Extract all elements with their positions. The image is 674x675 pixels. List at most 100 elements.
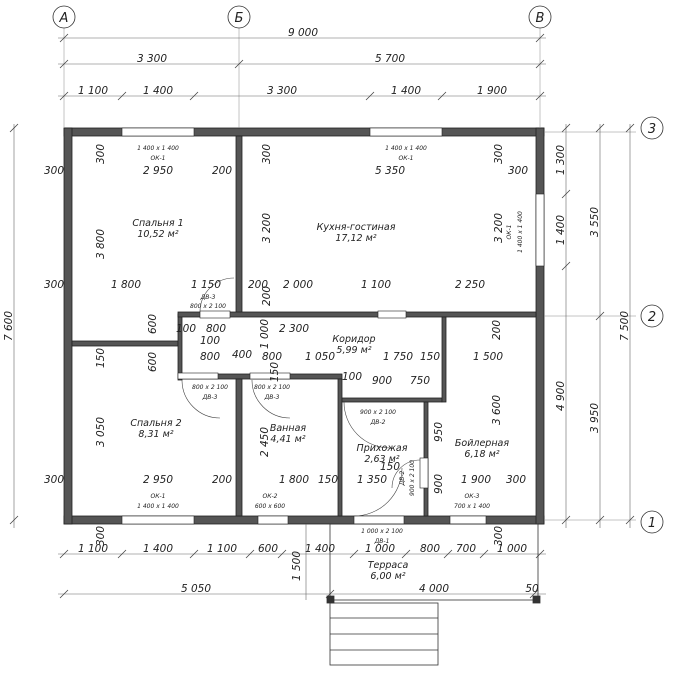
room-area: 6,18 м² bbox=[464, 449, 499, 460]
dim-internal: 300 bbox=[44, 165, 64, 177]
dimension-ticks bbox=[9, 33, 635, 599]
room-name: Спальня 2 bbox=[130, 418, 181, 429]
entrance-door-gap bbox=[353, 515, 405, 525]
dim-bottom: 600 bbox=[258, 543, 278, 555]
axis-bubble-a bbox=[52, 5, 76, 29]
dim-top: 1 100 bbox=[78, 85, 108, 97]
grid-axes bbox=[63, 28, 636, 521]
dim-internal: 1 050 bbox=[305, 351, 335, 363]
dim-internal: 200 bbox=[491, 320, 503, 340]
window-mark: ОК-3 bbox=[465, 493, 480, 500]
wall-right bbox=[535, 127, 545, 525]
dim-internal: 3 200 bbox=[261, 213, 273, 243]
dim-bottom: 1 000 bbox=[497, 543, 527, 555]
dim-internal: 3 050 bbox=[95, 417, 107, 447]
dim-top: 1 900 bbox=[477, 85, 507, 97]
axis-bubble-3 bbox=[640, 116, 664, 140]
dim-internal: 100 bbox=[176, 323, 196, 335]
dim-internal: 750 bbox=[410, 375, 430, 387]
door-size: 800 x 2 100 bbox=[190, 303, 226, 310]
door-size: 900 x 2 100 bbox=[360, 409, 396, 416]
window-size: 1 400 x 1 400 bbox=[137, 145, 179, 152]
dim-right: 3 950 bbox=[589, 403, 601, 433]
room-name: Ванная bbox=[270, 423, 307, 434]
dimension-values: 9 000 3 300 5 700 1 100 1 400 3 300 1 40… bbox=[3, 27, 631, 595]
door-kitchen-gap bbox=[377, 310, 407, 319]
dim-top: 5 700 bbox=[375, 53, 405, 65]
axis-label-b: Б bbox=[235, 11, 244, 26]
dim-internal: 200 bbox=[248, 279, 268, 291]
dim-bottom: 800 bbox=[420, 543, 440, 555]
room-name: Бойлерная bbox=[455, 438, 509, 449]
dim-internal: 300 bbox=[493, 144, 505, 164]
dim-internal: 300 bbox=[95, 526, 107, 546]
dim-bottom: 4 000 bbox=[419, 583, 449, 595]
wall-hall-top bbox=[341, 397, 443, 403]
room-name: Терраса bbox=[368, 560, 409, 571]
dim-internal: 800 bbox=[206, 323, 226, 335]
dim-internal: 2 300 bbox=[279, 323, 309, 335]
dim-bottom-terrace: 1 500 bbox=[291, 551, 303, 581]
door-mark: ДВ-1 bbox=[374, 538, 390, 545]
axis-bubble-v bbox=[528, 5, 552, 29]
dim-right: 4 900 bbox=[555, 381, 567, 411]
dim-right: 1 300 bbox=[555, 145, 567, 175]
axis-bubbles bbox=[52, 5, 664, 534]
dim-internal: 600 bbox=[147, 352, 159, 372]
wall-bedroom1-bottom bbox=[71, 340, 179, 347]
dim-internal: 2 450 bbox=[259, 427, 271, 457]
dim-left-overall: 7 600 bbox=[3, 311, 15, 341]
window-boiler bbox=[449, 515, 487, 525]
window-mark: ОК-2 bbox=[263, 493, 278, 500]
dim-internal: 950 bbox=[433, 422, 445, 442]
dim-internal: 900 bbox=[433, 474, 445, 494]
window-top-right bbox=[369, 127, 443, 137]
dimension-lines bbox=[13, 37, 631, 600]
wall-boiler-left-upper bbox=[441, 316, 447, 403]
dim-internal: 3 800 bbox=[95, 229, 107, 259]
window-size: 700 x 1 400 bbox=[454, 503, 490, 510]
dim-top: 3 300 bbox=[267, 85, 297, 97]
axis-labels: А Б В 3 2 1 bbox=[59, 11, 657, 531]
dim-internal: 1 800 bbox=[111, 279, 141, 291]
window-openings bbox=[121, 127, 545, 525]
door-size: 1 000 x 2 100 bbox=[361, 528, 403, 535]
axis-bubble-2 bbox=[640, 304, 664, 328]
dim-internal: 2 950 bbox=[143, 474, 173, 486]
door-swing-bath bbox=[251, 379, 291, 419]
room-area: 2,63 м² bbox=[364, 454, 399, 465]
window-right bbox=[535, 193, 545, 267]
window-size: 1 400 x 1 400 bbox=[385, 145, 427, 152]
dim-internal: 150 bbox=[380, 461, 400, 473]
wall-b-axis-upper bbox=[235, 135, 243, 315]
window-mark: ОК-1 bbox=[506, 225, 513, 240]
room-labels: Спальня 1 10,52 м² Кухня-гостиная 17,12 … bbox=[130, 218, 509, 582]
window-bath bbox=[257, 515, 289, 525]
dim-top: 1 400 bbox=[391, 85, 421, 97]
window-size: 1 400 x 1 400 bbox=[517, 211, 524, 253]
opening-tags: 1 400 x 1 400 ОК-1 1 400 x 1 400 ОК-1 ОК… bbox=[137, 145, 524, 545]
dim-internal: 800 bbox=[262, 351, 282, 363]
door-mark: ДВ-3 bbox=[200, 294, 216, 301]
dim-internal: 400 bbox=[232, 349, 252, 361]
dim-internal: 600 bbox=[147, 314, 159, 334]
stairs bbox=[329, 602, 439, 666]
axis-bubble-b bbox=[227, 5, 251, 29]
dim-internal: 1 500 bbox=[473, 351, 503, 363]
dim-bottom: 1 400 bbox=[143, 543, 173, 555]
wall-bath-right bbox=[337, 378, 343, 517]
room-area: 4,41 м² bbox=[270, 434, 305, 445]
dim-top: 1 400 bbox=[143, 85, 173, 97]
dim-internal: 2 950 bbox=[143, 165, 173, 177]
dim-internal: 1 800 bbox=[279, 474, 309, 486]
dim-top-overall: 9 000 bbox=[288, 27, 318, 39]
dim-internal: 200 bbox=[212, 474, 232, 486]
door-boiler-gap bbox=[419, 457, 429, 489]
dim-internal: 200 bbox=[261, 286, 273, 306]
dim-internal: 1 750 bbox=[383, 351, 413, 363]
axis-label-3: 3 bbox=[648, 122, 656, 137]
room-area: 5,99 м² bbox=[336, 345, 371, 356]
terrace-outline bbox=[329, 523, 539, 601]
wall-left bbox=[63, 127, 73, 525]
dim-internal: 5 350 bbox=[375, 165, 405, 177]
